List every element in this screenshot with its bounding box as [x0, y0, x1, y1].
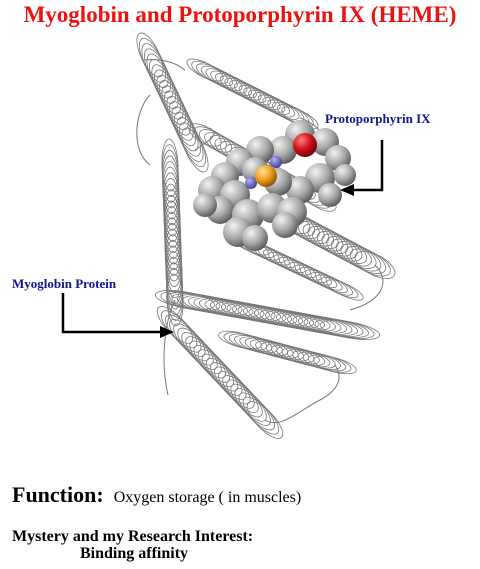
myoglobin-arrow [61, 293, 160, 334]
carbon-atom-sphere [272, 212, 298, 238]
iron-atom-sphere [255, 165, 277, 187]
protoporphyrin-arrow [352, 140, 384, 192]
function-value: Oxygen storage ( in muscles) [113, 489, 302, 506]
function-line: Function: Oxygen storage ( in muscles) [12, 482, 301, 508]
protoporphyrin-label: Protoporphyrin IX [325, 111, 431, 126]
page-title: Myoglobin and Protoporphyrin IX (HEME) [23, 2, 457, 27]
research-interest-heading: Mystery and my Research Interest: [12, 528, 254, 545]
myoglobin-protein-label: Myoglobin Protein [12, 276, 117, 291]
function-heading: Function [12, 482, 97, 507]
myoglobin-arrowhead [160, 326, 174, 338]
pointer-arrows [61, 140, 384, 338]
loop-2 [194, 127, 215, 151]
loop-5 [349, 264, 384, 311]
oxygen-atom-sphere [293, 133, 317, 157]
helix-h [218, 330, 357, 375]
helix-f [155, 290, 380, 340]
helix-a [136, 32, 209, 173]
carbon-atom-sphere [318, 183, 342, 207]
loop-3 [163, 299, 176, 396]
helix-b [186, 58, 319, 130]
carbon-atom-sphere [286, 176, 314, 204]
research-interest-value: Binding affinity [80, 545, 189, 562]
carbon-atom-sphere [334, 164, 356, 186]
loop-4 [264, 364, 340, 424]
carbon-atom-sphere [193, 193, 217, 217]
protoporphyrin-arrowhead [340, 184, 354, 196]
function-colon: : [96, 482, 104, 507]
helix-c [161, 138, 184, 327]
nitrogen-atom-sphere [245, 177, 257, 189]
loop-1 [136, 94, 151, 166]
loop-7 [144, 59, 186, 71]
heme-spheres [193, 120, 356, 251]
carbon-atom-sphere [242, 225, 268, 251]
nitrogen-atom-sphere [270, 156, 282, 168]
